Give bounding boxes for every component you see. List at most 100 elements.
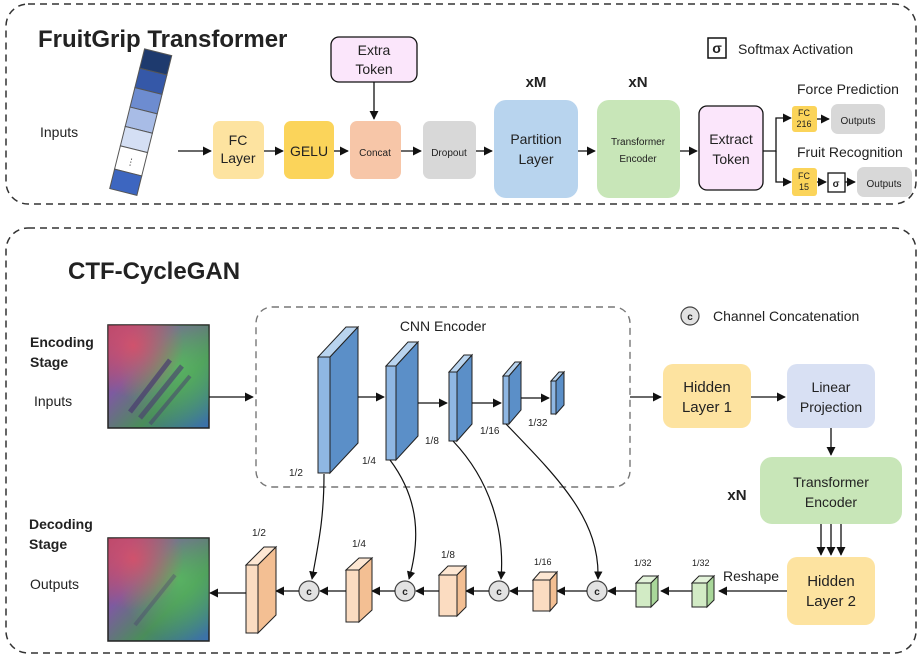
- softmax-legend-label: Softmax Activation: [738, 41, 853, 57]
- enc-scale-3: 1/8: [425, 436, 439, 447]
- gelu-box: [284, 121, 334, 179]
- decoder-output-image: [107, 537, 210, 642]
- input-token-stack: ⋮: [109, 48, 173, 196]
- encoder-multiplier-top: xN: [628, 74, 647, 91]
- enc-scale-5: 1/32: [528, 418, 548, 429]
- softmax-legend-icon: [707, 37, 727, 59]
- transformer-encoder-top-line2: Encoder: [619, 154, 657, 165]
- token-ellipsis: ⋮: [125, 156, 136, 168]
- hidden-layer-1-box: [663, 364, 751, 428]
- partition-layer-line2: Layer: [518, 151, 553, 167]
- extract-token-line1: Extract: [709, 131, 753, 147]
- encoder-multiplier-bottom: xN: [727, 487, 746, 504]
- force-prediction-label: Force Prediction: [797, 81, 899, 97]
- encoder-block-1-32: [549, 370, 566, 416]
- softmax-symbol: σ: [833, 179, 840, 190]
- transformer-encoder-top-box: [597, 100, 680, 198]
- dec-scale-2: 1/32: [634, 558, 652, 568]
- partition-layer-box: [494, 100, 578, 198]
- fc216-line2: 216: [796, 119, 811, 129]
- gelu-label: GELU: [290, 143, 328, 159]
- outputs-fruit-label: Outputs: [866, 179, 901, 190]
- partition-multiplier: xM: [526, 74, 547, 91]
- fc-layer-line1: FC: [229, 132, 248, 148]
- softmax-legend-symbol: σ: [712, 40, 722, 56]
- dec-scale-3: 1/16: [534, 557, 552, 567]
- dropout-box: [423, 121, 476, 179]
- outputs-fruit-box: [857, 167, 912, 197]
- extract-token-box: [698, 105, 764, 191]
- linear-projection-line2: Projection: [800, 399, 862, 415]
- encoder-input-image: [107, 324, 210, 429]
- encoder-block-1-4: [384, 340, 420, 462]
- decoder-block-1-32b: [690, 574, 716, 609]
- enc-scale-2: 1/4: [362, 456, 376, 467]
- channel-concat-legend-icon: [680, 306, 700, 326]
- decoder-block-1-8: [437, 564, 468, 618]
- hidden-layer-2-box: [787, 557, 875, 625]
- outputs-force-label: Outputs: [840, 116, 875, 127]
- extract-token-line2: Token: [712, 151, 749, 167]
- encoder-block-1-16: [501, 360, 523, 426]
- concat-label: Concat: [359, 148, 391, 159]
- transformer-encoder-bottom-box: [760, 457, 902, 524]
- enc-scale-4: 1/16: [480, 426, 500, 437]
- fc-layer-line2: Layer: [220, 150, 255, 166]
- decoding-stage-line2: Stage: [29, 536, 67, 552]
- concat-node-2-symbol: c: [402, 587, 408, 598]
- fc-layer-box: [213, 121, 264, 179]
- channel-concat-legend-label: Channel Concatenation: [713, 308, 859, 324]
- extra-token-line1: Extra: [358, 42, 391, 58]
- hidden-layer-1-line1: Hidden: [683, 379, 731, 396]
- linear-projection-box: [787, 364, 875, 428]
- ctf-cyclegan-section: [5, 227, 917, 654]
- encoding-stage-line1: Encoding: [30, 334, 94, 350]
- fruit-recognition-label: Fruit Recognition: [797, 144, 903, 160]
- decoder-block-1-4: [344, 556, 374, 624]
- concat-box: [350, 121, 401, 179]
- decoder-block-1-2: [244, 545, 278, 635]
- decoder-block-1-16: [531, 570, 559, 613]
- encoder-block-1-8: [447, 353, 474, 443]
- transformer-encoder-bottom-line2: Encoder: [805, 494, 857, 510]
- hidden-layer-2-line2: Layer 2: [806, 593, 856, 610]
- encoder-block-1-2: [316, 325, 360, 475]
- encoding-stage-line2: Stage: [30, 354, 68, 370]
- fc15-box: [792, 168, 817, 196]
- fc216-box: [792, 106, 817, 132]
- fc216-line1: FC: [798, 108, 810, 118]
- ctf-cyclegan-title: CTF-CycleGAN: [68, 258, 240, 285]
- concat-node-4-symbol: c: [594, 587, 600, 598]
- hidden-layer-1-line2: Layer 1: [682, 399, 732, 416]
- fruitgrip-title: FruitGrip Transformer: [38, 26, 287, 53]
- cnn-encoder-region: [255, 306, 631, 488]
- dec-scale-5: 1/4: [352, 539, 366, 550]
- fc15-line1: FC: [798, 171, 810, 181]
- fc15-line2: 15: [799, 182, 809, 192]
- concat-node-1-symbol: c: [306, 587, 312, 598]
- transformer-encoder-top-line1: Transformer: [611, 137, 666, 148]
- channel-concat-legend-symbol: c: [687, 312, 693, 323]
- dec-scale-4: 1/8: [441, 550, 455, 561]
- linear-projection-line1: Linear: [812, 379, 851, 395]
- extra-token-line2: Token: [355, 61, 392, 77]
- decoder-block-1-32a: [634, 574, 660, 609]
- cnn-encoder-label: CNN Encoder: [400, 318, 487, 334]
- decoding-outputs-label: Outputs: [30, 576, 79, 592]
- extra-token-box: [330, 36, 418, 83]
- fruitgrip-inputs-label: Inputs: [40, 124, 78, 140]
- partition-layer-line1: Partition: [510, 131, 561, 147]
- hidden-layer-2-line1: Hidden: [807, 573, 855, 590]
- dec-scale-1: 1/32: [692, 558, 710, 568]
- enc-scale-1: 1/2: [289, 468, 303, 479]
- decoding-stage-line1: Decoding: [29, 516, 93, 532]
- reshape-label: Reshape: [723, 568, 779, 584]
- encoding-inputs-label: Inputs: [34, 393, 72, 409]
- transformer-encoder-bottom-line1: Transformer: [793, 474, 869, 490]
- concat-node-3-symbol: c: [496, 587, 502, 598]
- dropout-label: Dropout: [431, 148, 467, 159]
- outputs-force-box: [831, 104, 885, 134]
- fruitgrip-section: [5, 3, 917, 205]
- dec-scale-6: 1/2: [252, 528, 266, 539]
